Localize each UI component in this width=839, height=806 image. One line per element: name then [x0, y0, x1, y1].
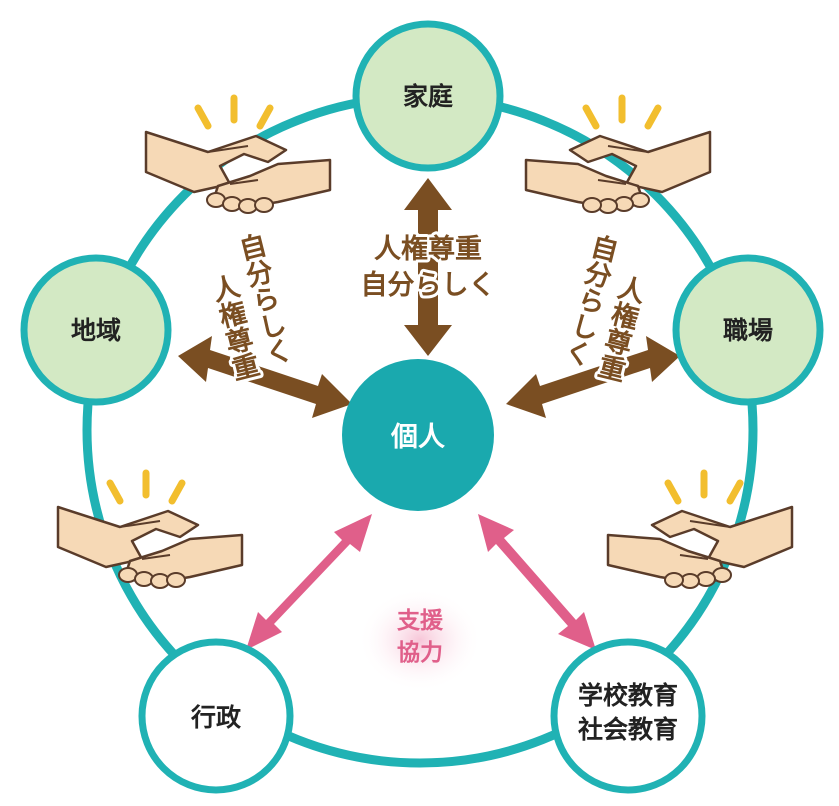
education-node — [550, 638, 706, 794]
family-node — [352, 20, 504, 172]
handshake-icon — [56, 473, 244, 590]
support-label-1: 支援 — [396, 608, 444, 634]
support-label-2: 協力 — [397, 640, 443, 666]
top-arrow-label-1: 人権尊重 — [374, 233, 482, 265]
education-label-1: 学校教育 — [578, 681, 678, 710]
government-node — [138, 638, 294, 794]
family-label: 家庭 — [403, 82, 453, 111]
handshake-icon — [606, 473, 794, 590]
arrow-individual-government — [246, 514, 372, 650]
workplace-label: 職場 — [723, 316, 773, 345]
top-arrow-label-2: 自分らしく — [361, 269, 496, 301]
education-label-2: 社会教育 — [578, 715, 678, 744]
workplace-node — [672, 254, 824, 406]
individual-label: 個人 — [390, 422, 445, 453]
arrow-individual-community — [178, 336, 352, 418]
arrow-individual-education — [478, 514, 596, 650]
handshake-icon — [524, 98, 712, 215]
government-label: 行政 — [190, 703, 242, 732]
community-label: 地域 — [71, 316, 121, 345]
arrow-individual-workplace — [506, 336, 680, 418]
support-glow — [358, 588, 482, 692]
arrow-individual-family — [404, 178, 452, 356]
community-node — [20, 254, 172, 406]
individual-node — [342, 359, 494, 511]
